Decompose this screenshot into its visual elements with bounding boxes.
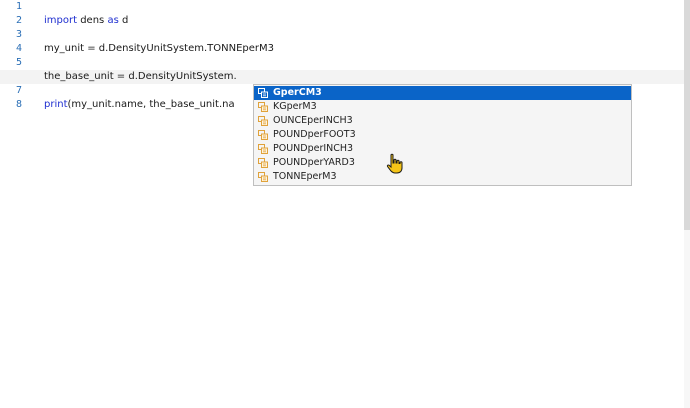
line-number: 3 — [15, 29, 22, 40]
autocomplete-item-label: KGperM3 — [273, 101, 317, 112]
autocomplete-item[interactable]: OUNCEperINCH3 — [254, 114, 631, 128]
autocomplete-item-label: TONNEperM3 — [273, 171, 337, 182]
line-number: 2 — [15, 15, 22, 26]
autocomplete-item-label: POUNDperYARD3 — [273, 157, 355, 168]
code-line-8[interactable]: print(my_unit.name, the_base_unit.na — [44, 98, 235, 112]
autocomplete-item[interactable]: TONNEperM3 — [254, 170, 631, 184]
autocomplete-item-label: POUNDperINCH3 — [273, 143, 354, 154]
vertical-scrollbar[interactable] — [684, 0, 690, 408]
enum-member-icon — [258, 172, 268, 182]
hand-pointer-cursor-icon — [386, 153, 403, 174]
autocomplete-item[interactable]: POUNDperFOOT3 — [254, 128, 631, 142]
autocomplete-item[interactable]: POUNDperYARD3 — [254, 156, 631, 170]
autocomplete-item-label: OUNCEperINCH3 — [273, 115, 353, 126]
code-text: (my_unit.name, the_base_unit.na — [67, 99, 235, 110]
autocomplete-item[interactable]: KGperM3 — [254, 100, 631, 114]
line-number: 4 — [15, 43, 22, 54]
code-line-6-current[interactable]: the_base_unit = d.DensityUnitSystem. — [0, 70, 690, 84]
enum-member-icon — [258, 88, 268, 98]
line-number: 8 — [15, 99, 22, 110]
keyword: print — [44, 99, 68, 110]
code-text: dens — [77, 15, 108, 26]
line-number: 5 — [15, 57, 22, 68]
line-number-gutter: 1 2 3 4 5 6 7 8 — [0, 0, 26, 408]
autocomplete-item[interactable]: POUNDperINCH3 — [254, 142, 631, 156]
enum-member-icon — [258, 102, 268, 112]
code-line-4[interactable]: my_unit = d.DensityUnitSystem.TONNEperM3 — [44, 43, 274, 54]
keyword: import — [44, 15, 78, 26]
keyword: as — [107, 15, 119, 26]
line-number: 1 — [15, 1, 22, 12]
autocomplete-item-label: POUNDperFOOT3 — [273, 129, 356, 140]
code-text: d — [118, 15, 129, 26]
line-number: 7 — [15, 85, 22, 96]
autocomplete-item[interactable]: GperCM3 — [254, 86, 631, 100]
enum-member-icon — [258, 144, 268, 154]
scrollbar-thumb[interactable] — [684, 0, 690, 230]
autocomplete-item-label: GperCM3 — [273, 87, 322, 98]
enum-member-icon — [258, 158, 268, 168]
code-line-2[interactable]: import dens as d — [44, 14, 128, 28]
enum-member-icon — [258, 130, 268, 140]
enum-member-icon — [258, 116, 268, 126]
